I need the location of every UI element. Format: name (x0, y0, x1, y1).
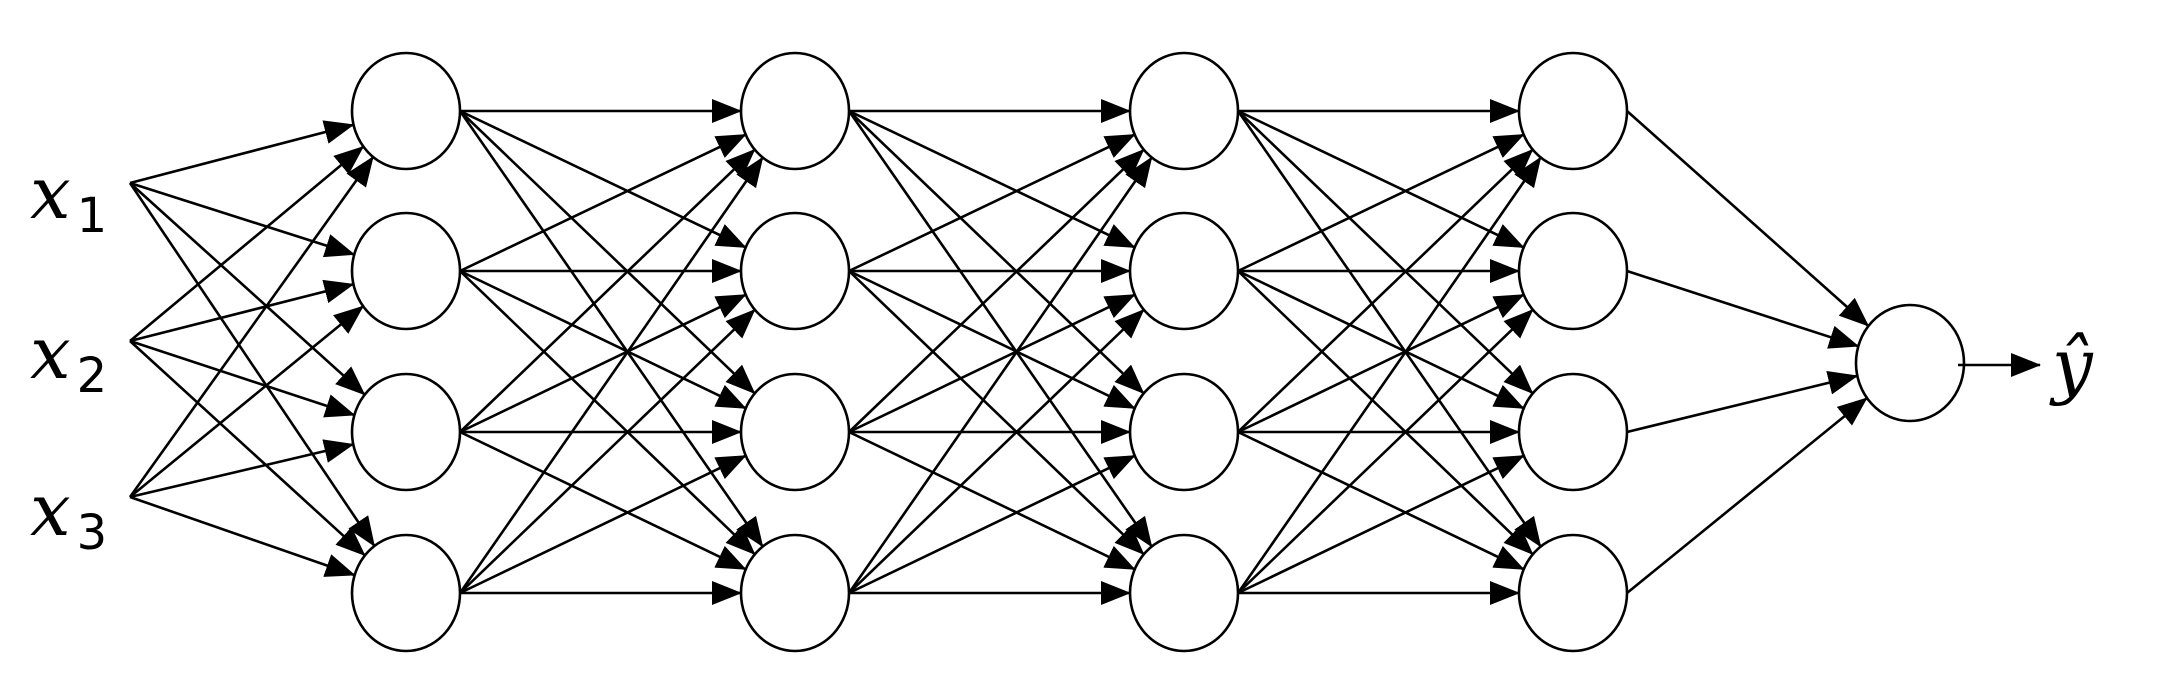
edge-input-2-to-h1-1 (129, 145, 365, 342)
edge-input-2-to-h1-3 (129, 339, 356, 418)
edge-h2-4-to-h3-3 (848, 454, 1136, 595)
edge-h1-1-to-h2-3 (459, 110, 756, 395)
edge-h3-4-to-h4-1 (1236, 156, 1542, 594)
neuron-h1-4 (350, 533, 462, 653)
edge-h3-1-to-h4-4 (1236, 110, 1542, 548)
neuron-h2-2 (739, 211, 851, 331)
neuron-h4-3 (1517, 372, 1629, 492)
edge-h2-1-to-h3-2 (848, 109, 1136, 249)
edge-h4-4-to-output (1626, 396, 1868, 595)
neuron-h2-3 (739, 372, 851, 492)
edge-input-3-to-h1-1 (128, 156, 375, 498)
edge-h3-3-to-h4-1 (1237, 148, 1534, 433)
edge-h1-3-to-h2-1 (459, 148, 756, 433)
edge-input-1-to-h1-2 (129, 181, 356, 258)
neuron-h3-2 (1128, 211, 1240, 331)
edge-h1-2-to-h2-3 (459, 269, 747, 410)
edge-h2-2-to-h3-3 (848, 269, 1136, 410)
edge-h3-2-to-h4-3 (1237, 269, 1525, 410)
edge-h4-3-to-output (1626, 371, 1859, 434)
edge-h2-3-to-h3-4 (848, 430, 1136, 571)
edge-h1-2-to-h2-4 (459, 270, 756, 556)
edge-input-3-to-h1-3 (129, 439, 355, 499)
neuron-h3-1 (1128, 51, 1240, 171)
connections-group (128, 99, 1870, 605)
edge-h1-3-to-h2-2 (459, 293, 747, 434)
edge-h3-2-to-h4-1 (1237, 133, 1525, 273)
edge-h1-3-to-h2-4 (459, 430, 747, 571)
edge-h3-1-to-h4-3 (1237, 110, 1534, 395)
edge-h1-4-to-h2-1 (458, 156, 764, 594)
edge-input-2-to-h1-2 (129, 279, 355, 343)
edge-h2-2-to-h3-4 (848, 270, 1145, 556)
edge-h1-1-to-h2-2 (459, 109, 747, 249)
neuron-h3-4 (1128, 533, 1240, 653)
edge-h2-1-to-h3-4 (847, 110, 1153, 548)
edge-h3-4-to-h4-2 (1237, 308, 1534, 594)
edge-h3-2-to-h4-4 (1237, 270, 1534, 556)
neuron-h2-4 (739, 533, 851, 653)
neuron-h1-2 (350, 211, 462, 331)
edge-h1-1-to-h2-4 (458, 110, 764, 548)
neuron-h4-2 (1517, 211, 1629, 331)
neuron-h3-3 (1128, 372, 1240, 492)
edge-h2-3-to-h3-1 (848, 148, 1145, 433)
edge-h1-4-to-h2-3 (459, 454, 747, 595)
edge-h1-4-to-h2-2 (459, 308, 756, 594)
edge-h4-1-to-output (1626, 110, 1870, 327)
neuron-h1-3 (350, 372, 462, 492)
neurons-group (350, 51, 1966, 653)
edge-h2-4-to-h3-1 (847, 156, 1153, 594)
neuron-h4-4 (1517, 533, 1629, 653)
edge-input-3-to-h1-2 (129, 305, 364, 499)
edge-h3-1-to-h4-2 (1237, 109, 1525, 249)
edge-h2-1-to-h3-3 (848, 110, 1145, 395)
neuron-h2-1 (739, 51, 851, 171)
edge-input-1-to-h1-3 (129, 182, 366, 396)
edge-h2-3-to-h3-2 (848, 293, 1136, 434)
neuron-h4-1 (1517, 51, 1629, 171)
edge-input-1-to-h1-4 (128, 182, 376, 547)
edge-h4-2-to-output (1626, 269, 1860, 349)
edge-h2-4-to-h3-2 (848, 308, 1145, 594)
output-label-y-hat: ŷ (2049, 323, 2094, 407)
edge-h3-4-to-h4-3 (1237, 454, 1525, 595)
edge-h3-3-to-h4-2 (1237, 293, 1525, 434)
edge-input-1-to-h1-1 (129, 120, 355, 185)
edge-h2-2-to-h3-1 (848, 133, 1136, 273)
edge-h3-3-to-h4-4 (1237, 430, 1525, 571)
neuron-output (1854, 303, 1966, 423)
edge-input-3-to-h1-4 (129, 495, 356, 577)
edge-input-2-to-h1-4 (129, 340, 366, 557)
neuron-h1-1 (350, 51, 462, 171)
edge-h1-2-to-h2-1 (459, 133, 747, 273)
